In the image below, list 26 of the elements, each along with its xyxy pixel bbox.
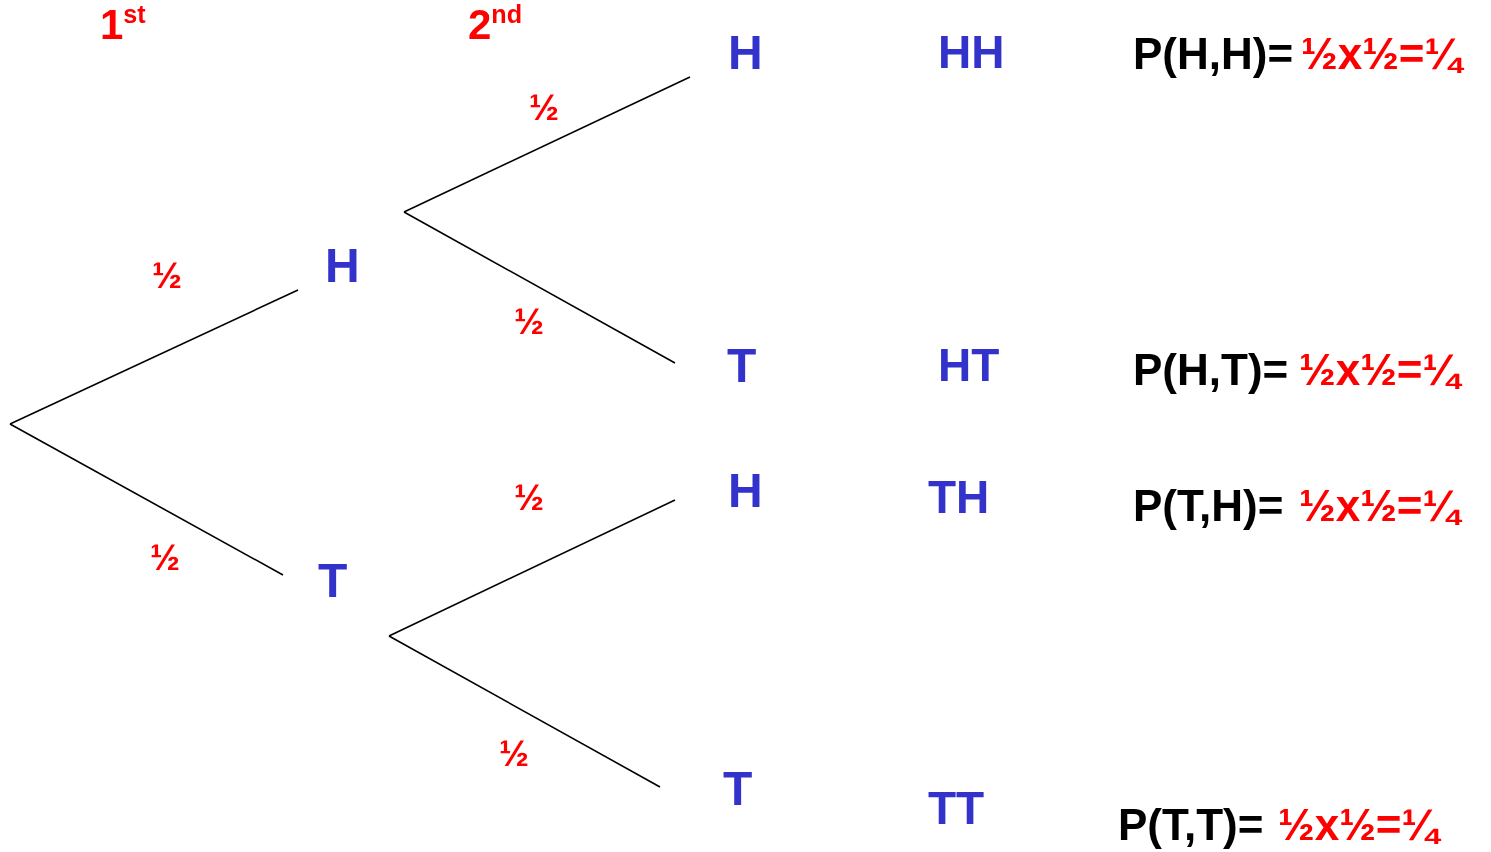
outcome-letter: H	[298, 212, 404, 292]
outcome-label: TH	[928, 474, 990, 520]
branch-line	[388, 635, 661, 788]
stage-heading: 1$^{st}$	[100, 4, 146, 46]
outcome-letter: H	[690, 29, 760, 77]
outcome-letter: T	[675, 342, 755, 390]
branch-line	[388, 499, 676, 637]
branch-line	[403, 76, 691, 213]
branch-line	[403, 211, 676, 364]
probability-expression: P(H,T)=	[1133, 348, 1289, 392]
probability-expression: P(H,H)=	[1133, 32, 1294, 76]
outcome-letter: T	[660, 765, 755, 813]
branch-line	[9, 423, 284, 576]
probability-value: ½x½=¼	[1299, 484, 1460, 528]
probability-expression: P(T,H)=	[1133, 484, 1284, 528]
outcome-label: HH	[938, 29, 1005, 75]
outcome-letter: T	[283, 555, 389, 636]
probability-value: ½x½=¼	[1301, 32, 1462, 76]
stage-heading: 2$^{nd}$	[468, 4, 523, 46]
outcome-letter: H	[675, 467, 760, 515]
probability-value: ½x½=¼	[1299, 348, 1460, 392]
outcome-label: TT	[928, 785, 985, 831]
branch-line	[9, 289, 299, 425]
outcome-label: HT	[938, 342, 1000, 388]
probability-value: ½x½=¼	[1278, 803, 1439, 847]
probability-expression: P(T,T)=	[1118, 803, 1264, 847]
